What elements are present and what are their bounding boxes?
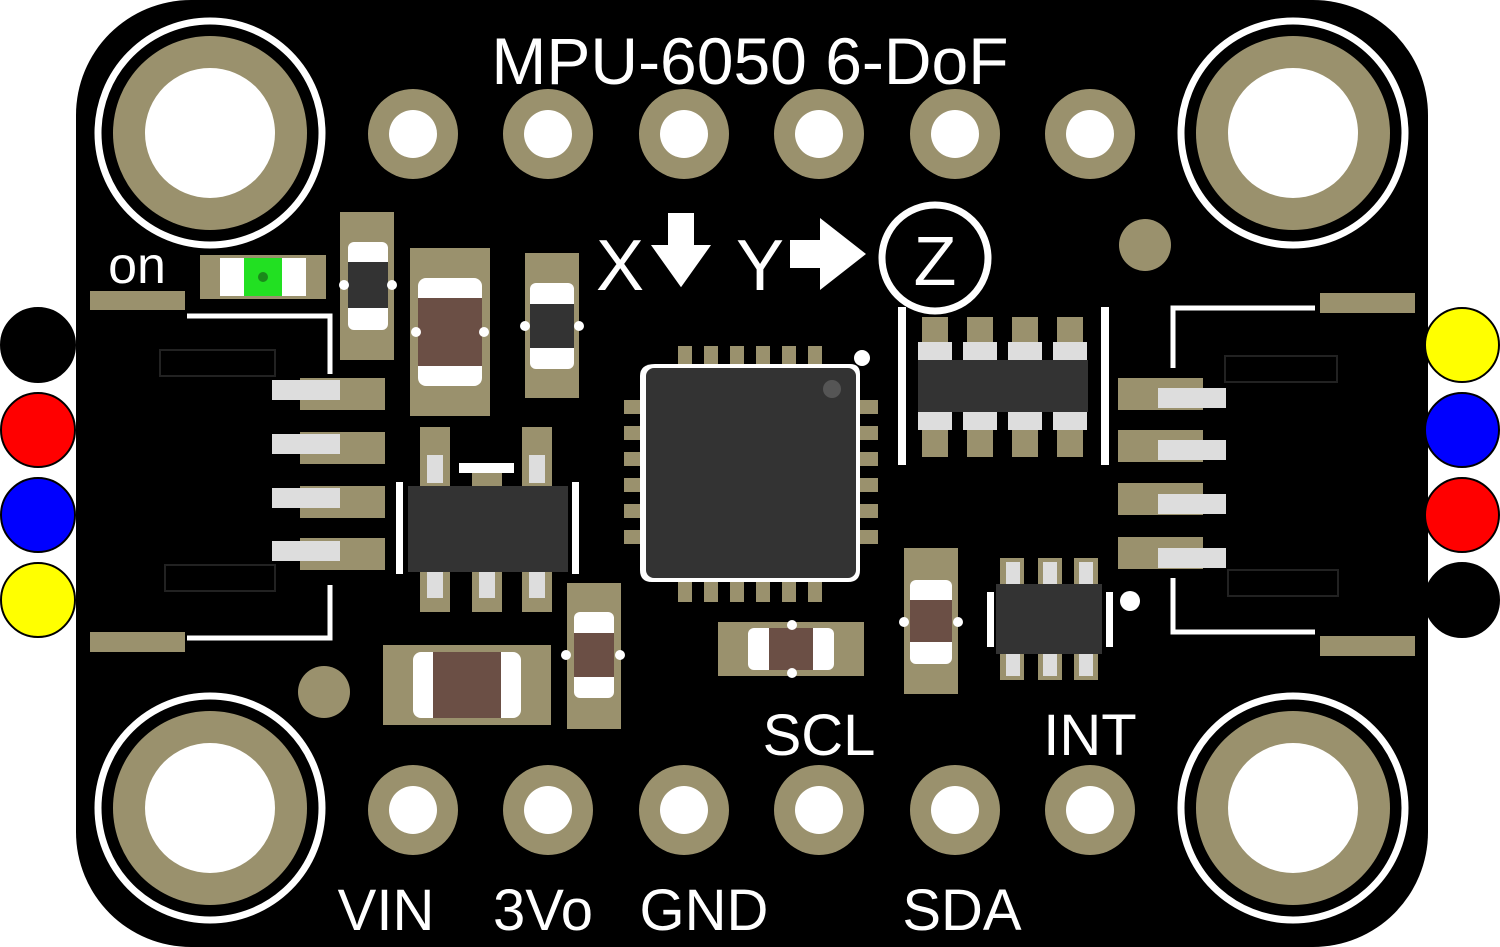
mounting-hole-bottom-left bbox=[94, 692, 326, 924]
pin-label-sda: SDA bbox=[902, 878, 1022, 943]
axis-z-label: Z bbox=[914, 222, 957, 300]
resistor-r3 bbox=[561, 583, 625, 729]
capacitor-c2 bbox=[383, 645, 551, 725]
sot23-transistor bbox=[987, 558, 1140, 680]
fiducial-bottom bbox=[298, 666, 350, 718]
pin-label-int: INT bbox=[1043, 703, 1136, 768]
pin-label-gnd: GND bbox=[640, 878, 769, 943]
pin-label-scl: SCL bbox=[763, 703, 876, 768]
mounting-hole-top-right bbox=[1177, 17, 1409, 249]
pin-label-3vo: 3Vo bbox=[493, 878, 593, 943]
arrow-right-icon bbox=[790, 218, 866, 290]
resistor-network bbox=[898, 307, 1109, 465]
mounting-hole-bottom-right bbox=[1177, 692, 1409, 924]
stemma-connector-right bbox=[1118, 293, 1420, 656]
resistor-r5 bbox=[899, 548, 963, 694]
axis-y-label: Y bbox=[736, 226, 784, 306]
wire-dots-right bbox=[1424, 307, 1500, 638]
capacitor-c1 bbox=[410, 248, 490, 416]
pin-label-vin: VIN bbox=[338, 878, 435, 943]
fiducial-top bbox=[1119, 219, 1171, 271]
power-led-label: on bbox=[108, 237, 166, 295]
resistor-r2 bbox=[520, 253, 584, 398]
board-title: MPU-6050 6-DoF bbox=[491, 24, 1008, 98]
axis-z-circle bbox=[878, 201, 992, 315]
axis-x-label: X bbox=[596, 226, 644, 306]
arrow-down-icon bbox=[647, 211, 715, 291]
stemma-connector-left bbox=[80, 291, 385, 652]
mpu6050-chip bbox=[624, 346, 878, 602]
resistor-r1 bbox=[339, 212, 397, 360]
resistor-r4 bbox=[718, 620, 864, 678]
mounting-hole-top-left bbox=[94, 17, 326, 249]
power-led bbox=[200, 255, 326, 299]
wire-dots-left bbox=[0, 307, 76, 638]
voltage-regulator bbox=[396, 427, 579, 612]
